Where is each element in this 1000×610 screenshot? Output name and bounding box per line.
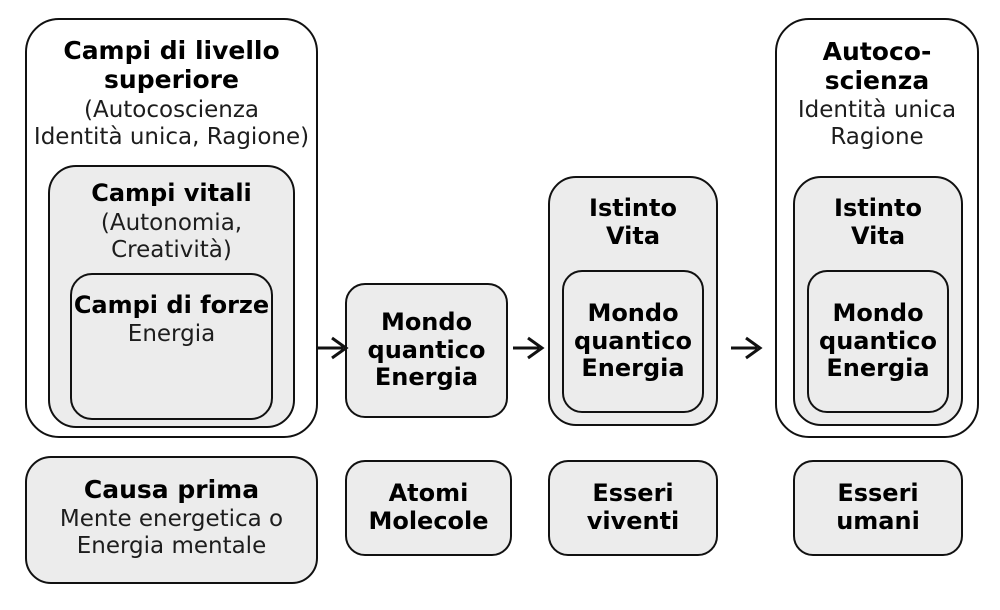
- box-subtitle: Energia: [127, 320, 216, 347]
- box-campi-di-forze[interactable]: Campi di forze Energia: [70, 273, 273, 420]
- box-title: Campi di forze: [73, 291, 270, 319]
- arrow-right-icon: [513, 336, 545, 360]
- box-title: Campi di livello superiore: [63, 36, 280, 94]
- box-title: Autoco-scienza: [822, 37, 932, 95]
- box-title: Campi vitali: [91, 179, 252, 207]
- box-title: Causa prima: [83, 475, 260, 504]
- arrow-right-icon: [731, 336, 763, 360]
- arrow-right-icon: [317, 336, 349, 360]
- box-subtitle: (Autonomia,Creatività): [100, 209, 243, 263]
